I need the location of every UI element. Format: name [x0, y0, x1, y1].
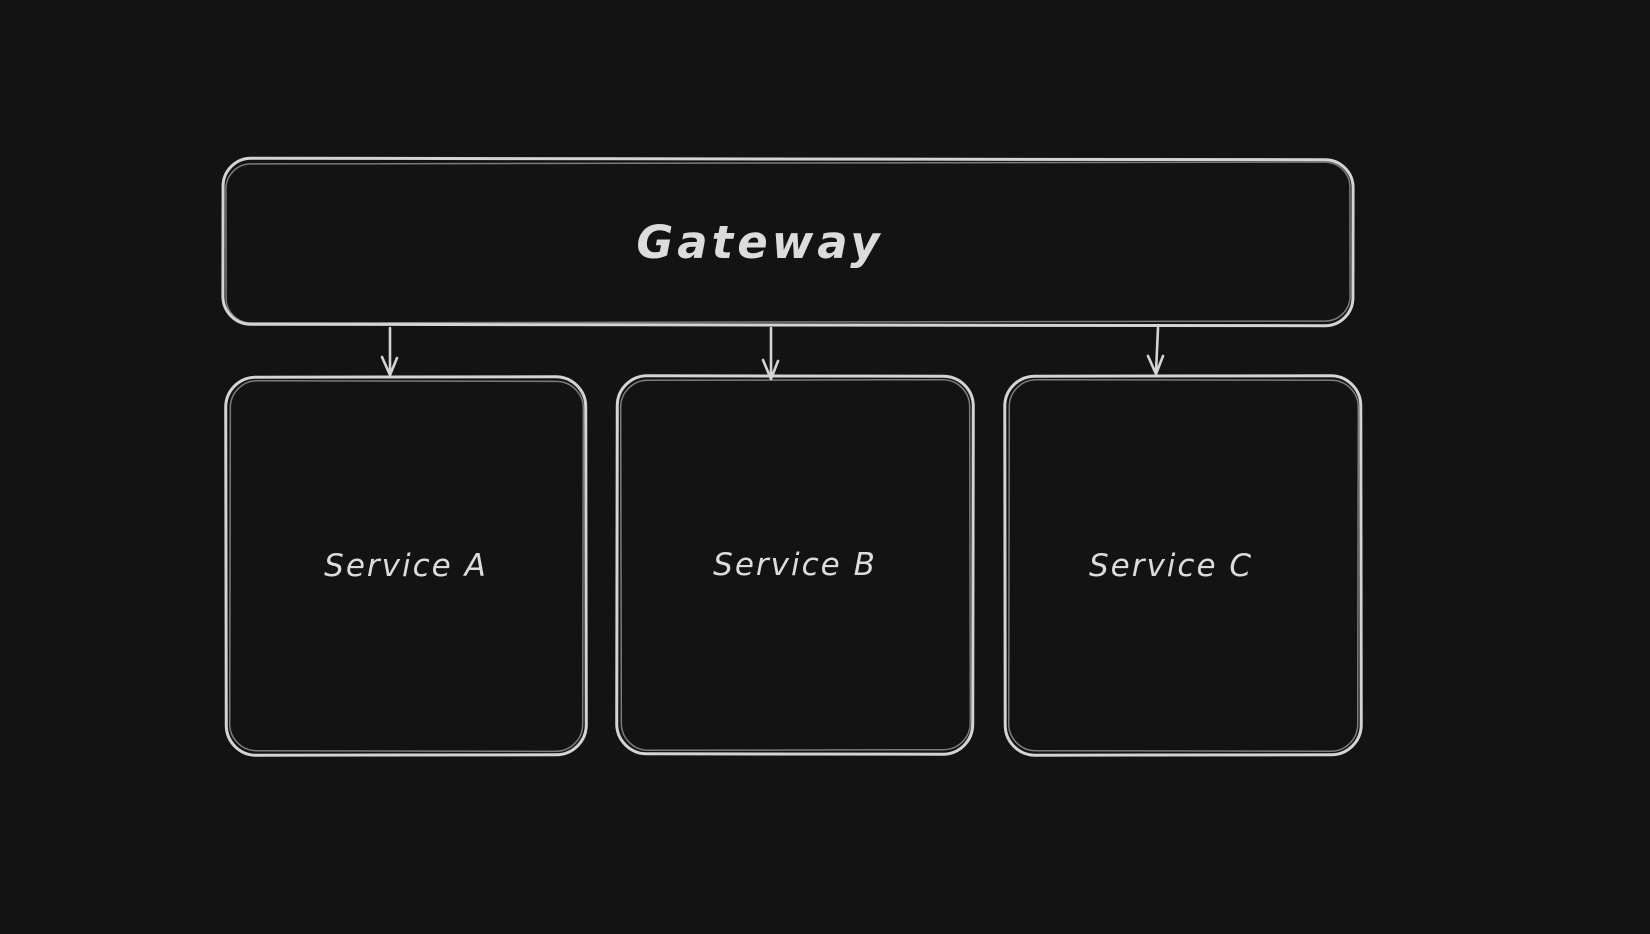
arrow-gateway-to-service-a [380, 326, 399, 377]
service-b-box [615, 374, 975, 756]
service-a-box [224, 375, 588, 757]
arrow-gateway-to-service-c [1146, 326, 1165, 376]
gateway-box [221, 156, 1355, 328]
arrow-gateway-to-service-b [761, 326, 780, 381]
service-c-box [1003, 374, 1363, 757]
